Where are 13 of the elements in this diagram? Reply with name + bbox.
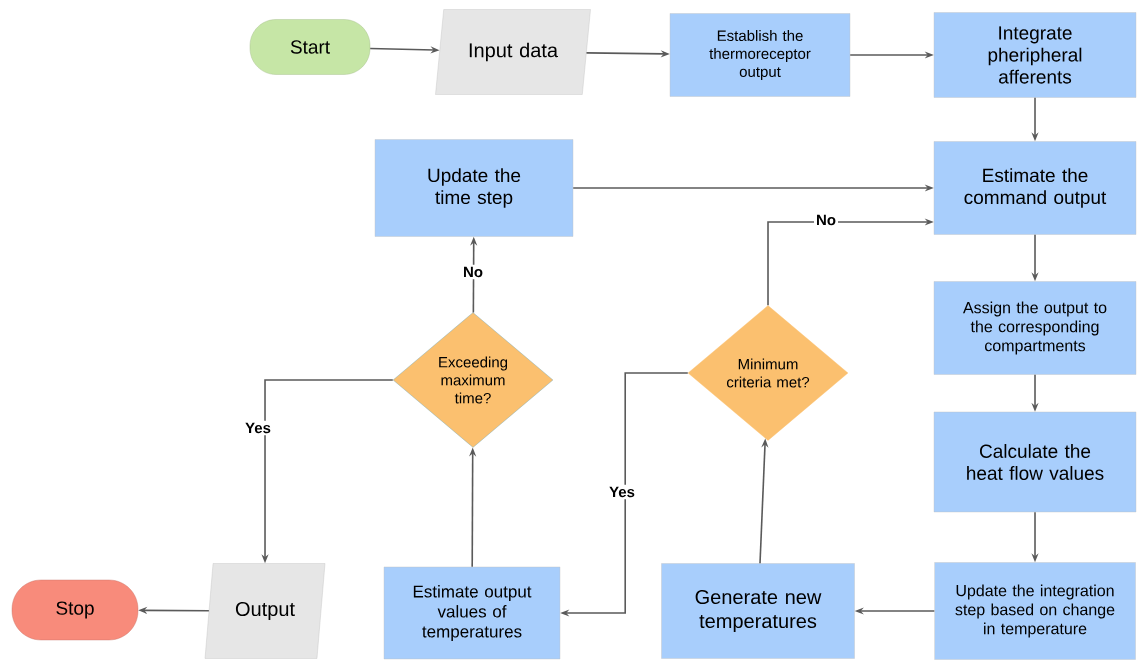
process-box: Update the time step: [374, 139, 574, 237]
process-box: Assign the output to the corresponding compartments: [933, 281, 1137, 375]
edge-label: Yes: [243, 420, 273, 436]
edge-label: No: [814, 212, 838, 228]
process-box: Update the integration step based on change in temperature: [934, 562, 1136, 660]
edge-label: Yes: [607, 484, 637, 500]
process-box: Calculate the heat flow values: [933, 411, 1137, 513]
process-box: Generate new temperatures: [661, 563, 855, 659]
process-box: Establish the thermoreceptor output: [669, 13, 851, 97]
process-box: Integrate pheripheral afferents: [933, 12, 1137, 98]
edge-label: No: [461, 264, 485, 280]
process-box: Estimate the command output: [933, 141, 1137, 235]
process-box: Estimate output values of temperatures: [383, 566, 561, 660]
